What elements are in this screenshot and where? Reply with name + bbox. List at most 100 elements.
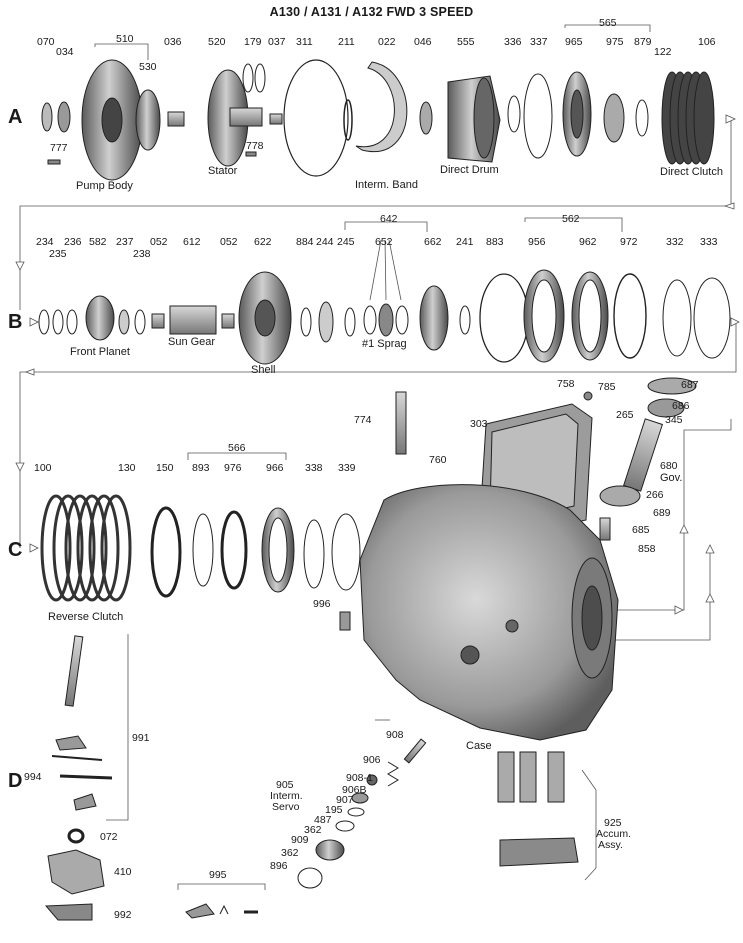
part-label: 237 [116,236,134,248]
part-label: 555 [457,36,475,48]
part-label: 410 [114,866,132,878]
part-label: 236 [64,236,82,248]
part-label: 362 [281,847,299,859]
part-label: 642 [380,213,398,225]
part-label: 072 [100,831,118,843]
part-label: 884 [296,236,314,248]
part-label: 774 [354,414,372,426]
part-caption: Front Planet [70,346,130,358]
row-c-parts [40,377,697,741]
part-label: 487 [314,814,332,826]
part-label: 685 [632,524,650,536]
part-label: 858 [638,543,656,555]
servo-caption-1: Interm. [270,790,303,802]
row-a-parts [41,59,715,181]
part-label: 962 [579,236,597,248]
part-label: 052 [220,236,238,248]
part-label: 337 [530,36,548,48]
part-label: 362 [304,824,322,836]
part-caption: Pump Body [76,180,133,192]
part-label: 966 [266,462,284,474]
part-label: 266 [646,489,664,501]
part-label: 130 [118,462,136,474]
part-caption: Sun Gear [168,336,216,348]
part-label: 122 [654,46,672,58]
part-label: 037 [268,36,286,48]
part-label: 778 [246,140,264,152]
part-label: 338 [305,462,323,474]
part-label: 241 [456,236,474,248]
part-label: 956 [528,236,546,248]
part-label: 311 [296,36,313,48]
row-letter-c: C [8,539,23,561]
part-label: 245 [337,236,355,248]
part-label: 908 [386,729,404,741]
part-caption: Direct Drum [440,164,499,176]
part-label: 036 [164,36,182,48]
part-label: 510 [116,33,134,45]
row-letter-b: B [8,311,23,333]
part-label: 520 [208,36,226,48]
part-label: 582 [89,236,107,248]
part-label: 106 [698,36,716,48]
row-b-parts [38,269,731,365]
part-label: 925 [604,817,622,829]
part-label: 965 [565,36,583,48]
part-label: 303 [470,418,488,430]
part-label: 785 [598,381,616,393]
part-label: 265 [616,409,634,421]
part-label: 687 [681,379,699,391]
part-label: 908-1 [346,772,373,784]
part-label: 976 [224,462,242,474]
part-label: 339 [338,462,356,474]
part-label: 622 [254,236,272,248]
part-label: 612 [183,236,201,248]
part-caption: Interm. Band [355,179,418,191]
part-label: 896 [270,860,288,872]
row-letter-a: A [8,106,23,128]
part-label: 034 [56,46,74,58]
part-label: 022 [378,36,396,48]
part-label: 758 [557,378,575,390]
part-label: 680 [660,460,678,472]
diagram-title: A130 / A131 / A132 FWD 3 SPEED [269,5,474,19]
part-caption: Gov. [660,472,683,484]
part-label: 662 [424,236,442,248]
part-label: 234 [36,236,54,248]
flow-lines [19,24,737,890]
part-label: 244 [316,236,334,248]
part-label: 906B [342,784,367,796]
part-label: 777 [50,142,68,154]
part-label: 909 [291,834,309,846]
part-caption: Stator [208,165,238,177]
part-label: 195 [325,804,343,816]
part-caption: Shell [251,364,276,376]
part-label: 686 [672,400,690,412]
part-label: 972 [620,236,638,248]
part-label: 565 [599,17,617,29]
part-label: 211 [338,36,355,48]
part-caption: Direct Clutch [660,166,723,178]
part-label: 046 [414,36,432,48]
part-label: 975 [606,36,624,48]
servo-caption-2: Servo [272,801,300,813]
part-label: 760 [429,454,447,466]
part-label: 100 [34,462,52,474]
servo-number: 905 [276,779,294,791]
part-label: 235 [49,248,67,260]
part-label: 992 [114,909,132,921]
part-label: 883 [486,236,504,248]
part-label: 991 [132,732,150,744]
accum-caption-2: Assy. [598,839,623,851]
part-label: 179 [244,36,262,48]
part-label: 996 [313,598,331,610]
part-label: 333 [700,236,718,248]
part-label: 907 [336,794,354,806]
part-label: 562 [562,213,580,225]
part-label: 345 [665,414,683,426]
row-d-parts [44,635,579,921]
part-label: 336 [504,36,522,48]
part-label: 566 [228,442,246,454]
row-letter-d: D [8,770,23,792]
